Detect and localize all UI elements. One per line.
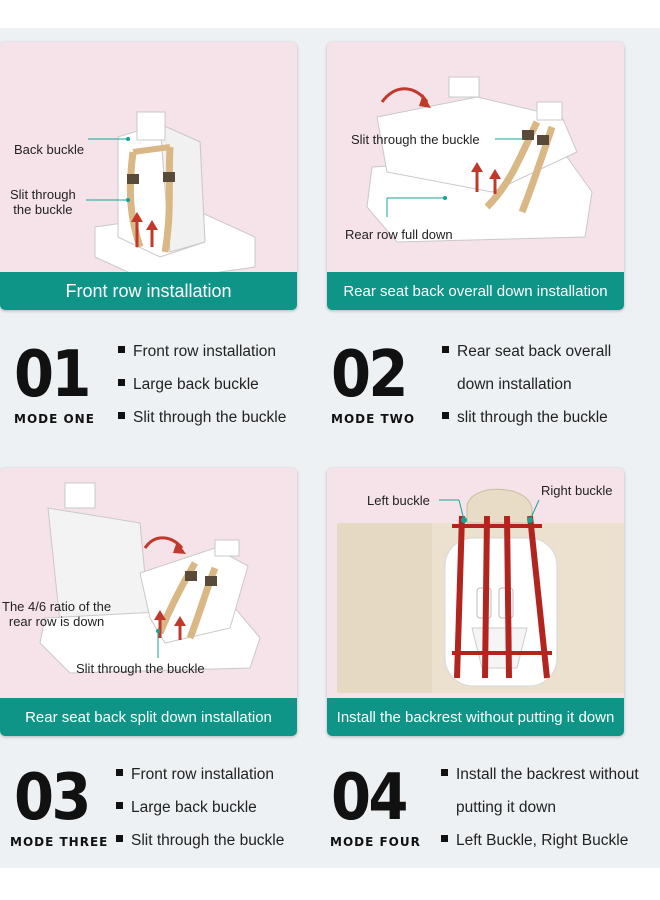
right-buckle-label: Right buckle	[541, 483, 613, 498]
bullet-item: Install the backrest without	[441, 758, 639, 791]
bullet-square-icon	[116, 769, 123, 777]
bullet-square-icon	[442, 346, 449, 354]
slit-through-label: Slit through the buckle	[76, 661, 205, 676]
bullet-square-icon	[441, 835, 448, 843]
panel-rear-overall-down: Slit through the buckle Rear row full do…	[327, 42, 624, 310]
bullet-item: Slit through the buckle	[116, 824, 284, 857]
bullet-item: slit through the buckle	[442, 401, 611, 434]
rear-overall-down-illustration	[366, 76, 593, 243]
bullet-item: Rear seat back overall	[442, 335, 611, 368]
panel-banner: Front row installation	[0, 272, 297, 310]
mode-bullets: Rear seat back overall down installation…	[442, 335, 611, 434]
bullet-square-icon	[118, 379, 125, 387]
bullet-item: Large back buckle	[116, 791, 284, 824]
panel-front-row: Back buckle Slit through the buckle Fron…	[0, 42, 297, 310]
ratio-label: The 4/6 ratio of the rear row is down	[2, 599, 112, 629]
bullet-item-continued: putting it down	[456, 799, 556, 816]
mode-caption: MODE FOUR	[330, 835, 421, 849]
mode-number: 03	[14, 761, 91, 835]
bullet-item: Slit through the buckle	[118, 401, 286, 434]
bullet-square-icon	[441, 769, 448, 777]
slit-through-label: Slit through the buckle	[10, 187, 76, 217]
panel-banner: Rear seat back overall down installation	[327, 272, 624, 310]
mode-bullets: Install the backrest without putting it …	[441, 758, 639, 857]
left-buckle-label: Left buckle	[367, 493, 430, 508]
mode-bullets: Front row installation Large back buckle…	[118, 335, 286, 434]
panel-banner: Install the backrest without putting it …	[327, 698, 624, 736]
bullet-square-icon	[116, 835, 123, 843]
bullet-item: Left Buckle, Right Buckle	[441, 824, 639, 857]
backrest-upright-illustration	[337, 488, 624, 693]
front-row-seat-illustration	[86, 111, 256, 272]
panel-banner: Rear seat back split down installation	[0, 698, 297, 736]
bullet-square-icon	[442, 412, 449, 420]
bullet-square-icon	[116, 802, 123, 810]
back-buckle-label: Back buckle	[14, 142, 85, 157]
bullet-square-icon	[118, 412, 125, 420]
bullet-item: Front row installation	[118, 335, 286, 368]
bullet-square-icon	[118, 346, 125, 354]
mode-bullets: Front row installation Large back buckle…	[116, 758, 284, 857]
bullet-item: Front row installation	[116, 758, 284, 791]
panel-rear-split-down: The 4/6 ratio of the rear row is down Sl…	[0, 468, 297, 736]
mode-caption: MODE TWO	[331, 412, 416, 426]
mode-number: 02	[331, 338, 408, 412]
mode-number: 01	[14, 338, 91, 412]
mode-caption: MODE THREE	[10, 835, 109, 849]
rear-row-full-down-label: Rear row full down	[345, 227, 453, 242]
rear-split-down-illustration	[39, 482, 261, 674]
bullet-item-continued: down installation	[457, 376, 572, 393]
panel-backrest-upright: Left buckle Right buckle Install the bac…	[327, 468, 624, 736]
mode-number: 04	[331, 761, 408, 835]
mode-caption: MODE ONE	[14, 412, 95, 426]
slit-through-label: Slit through the buckle	[351, 132, 480, 147]
bullet-item: Large back buckle	[118, 368, 286, 401]
